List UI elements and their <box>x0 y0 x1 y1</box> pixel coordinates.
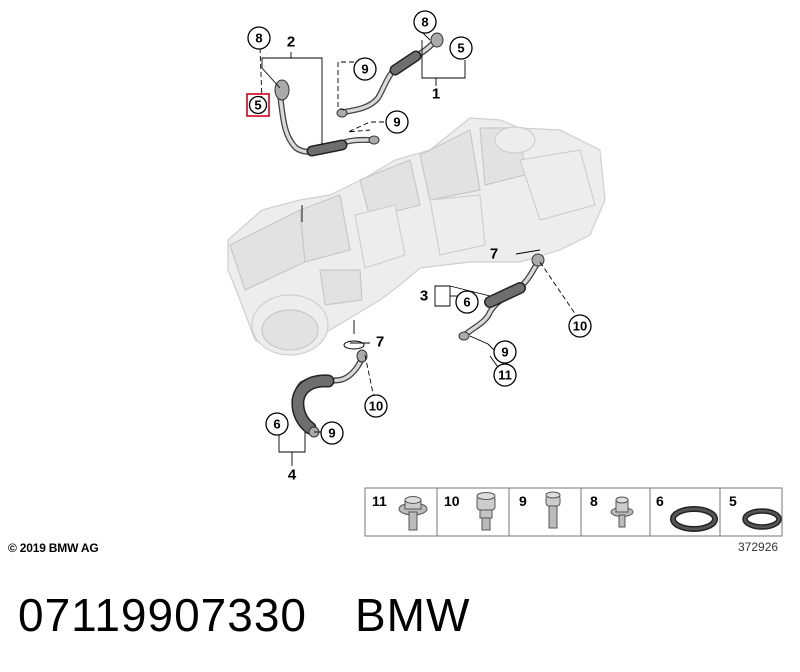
svg-text:10: 10 <box>573 319 587 334</box>
oil-line-2 <box>274 79 380 157</box>
group-label-1: 1 <box>432 86 440 103</box>
o-ring-large-icon <box>670 506 718 532</box>
group-label-7: 7 <box>376 334 384 351</box>
svg-text:9: 9 <box>393 115 400 130</box>
group-label-7: 7 <box>490 246 498 263</box>
callout-10: 10 <box>364 394 388 418</box>
callout-9: 9 <box>353 57 377 81</box>
svg-text:6: 6 <box>273 417 280 432</box>
svg-text:8: 8 <box>255 31 262 46</box>
legend-number-6: 6 <box>656 493 664 509</box>
o-ring-small-icon <box>742 508 782 530</box>
part-caption: 07119907330 BMW <box>18 588 470 642</box>
parts-legend: 11 10 9 8 6 5 <box>364 487 783 537</box>
brand-name: BMW <box>355 589 471 641</box>
callout-9: 9 <box>320 421 344 445</box>
svg-text:10: 10 <box>369 399 383 414</box>
svg-text:9: 9 <box>361 62 368 77</box>
callout-6: 6 <box>265 412 289 436</box>
bolt-flanged-icon <box>398 496 428 531</box>
legend-number-8: 8 <box>590 493 598 509</box>
svg-text:5: 5 <box>254 98 261 113</box>
bolt-small-icon <box>610 496 634 528</box>
oil-line-4 <box>291 349 368 438</box>
callout-9: 9 <box>493 340 517 364</box>
group-label-3: 3 <box>420 288 428 305</box>
svg-text:11: 11 <box>498 368 512 383</box>
svg-text:8: 8 <box>421 15 428 30</box>
svg-text:6: 6 <box>463 295 470 310</box>
bolt-short-icon <box>545 491 561 529</box>
exhaust-manifold-illustration <box>227 117 606 356</box>
bolt-shouldered-icon <box>476 492 496 531</box>
callout-6: 6 <box>455 290 479 314</box>
callout-9: 9 <box>385 110 409 134</box>
legend-number-5: 5 <box>729 493 737 509</box>
callout-8: 8 <box>247 26 271 50</box>
callout-11: 11 <box>493 363 517 387</box>
legend-number-10: 10 <box>444 493 460 509</box>
legend-number-11: 11 <box>372 493 387 509</box>
group-label-4: 4 <box>288 467 297 484</box>
svg-text:5: 5 <box>457 41 464 56</box>
svg-text:9: 9 <box>328 426 335 441</box>
diagram-id: 372926 <box>738 540 779 554</box>
oil-line-1 <box>336 32 444 118</box>
part-number: 07119907330 <box>18 589 307 641</box>
callout-5: 5 <box>449 36 473 60</box>
legend-number-9: 9 <box>519 493 527 509</box>
leader-lines <box>259 31 579 466</box>
group-label-2: 2 <box>287 34 295 51</box>
oil-line-3 <box>458 253 545 341</box>
callout-10: 10 <box>568 314 592 338</box>
svg-text:9: 9 <box>501 345 508 360</box>
callout-8: 8 <box>413 10 437 34</box>
copyright-notice: © 2019 BMW AG <box>8 541 99 555</box>
callout-5-highlighted: 5 <box>246 93 270 117</box>
